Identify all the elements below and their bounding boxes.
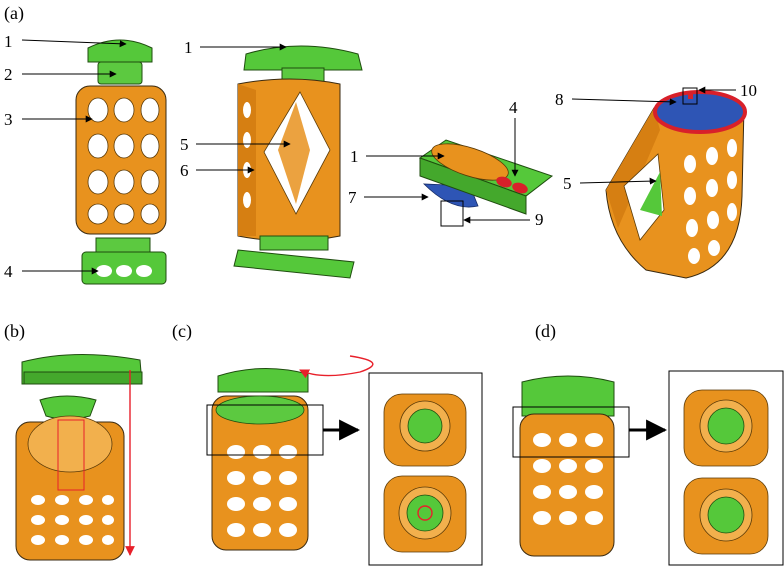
a3-red-seal-right — [512, 182, 528, 194]
a1-cage-holes — [87, 97, 160, 225]
c-rotation-step — [206, 355, 483, 566]
a2-base-neck — [259, 235, 329, 251]
a2-base-plate — [233, 249, 355, 279]
callout-2: 2 — [4, 65, 13, 84]
callout-1-a3: 1 — [350, 147, 359, 166]
c-cap-seated — [215, 395, 305, 425]
a3-cap-insert-view — [418, 139, 554, 227]
panel-label-c: (c) — [172, 321, 192, 342]
a2-cage-side — [238, 84, 256, 236]
a3-cap-edge — [419, 157, 527, 215]
d-locked-step — [512, 370, 784, 566]
d-cap — [521, 375, 615, 417]
callout-4-a3: 4 — [509, 98, 518, 117]
callout-1-a2: 1 — [184, 38, 193, 57]
panel-label-b: (b) — [4, 321, 25, 342]
b-alignment-box — [57, 419, 85, 491]
panel-label-d: (d) — [535, 321, 556, 342]
callouts: 1 2 3 4 1 5 6 1 4 7 9 8 10 5 — [4, 32, 757, 281]
a4-window — [623, 153, 665, 241]
b-cage-opening — [27, 415, 113, 473]
a1-exploded-front-view — [75, 39, 167, 285]
a1-base-holes — [96, 265, 152, 277]
c-zoom-top — [383, 393, 467, 467]
a2-cap — [243, 45, 363, 71]
callout-3: 3 — [4, 110, 13, 129]
a2-side-view — [233, 45, 363, 279]
a3-detail-box — [440, 200, 464, 227]
a3-red-seal-left — [496, 176, 512, 188]
callout-10: 10 — [740, 81, 757, 100]
a2-inner-graft — [278, 102, 310, 204]
b-cage-holes — [31, 495, 114, 545]
a4-side-holes — [684, 139, 737, 264]
c-zoom-bottom — [383, 475, 467, 553]
a4-detail-box — [682, 87, 698, 105]
callout-1-a1: 1 — [4, 32, 13, 51]
b-insertion-step — [15, 353, 143, 561]
d-zoom-bottom — [683, 477, 769, 555]
d-detail-box — [512, 406, 630, 458]
c-rotation-indicator — [417, 505, 433, 521]
a4-tilted-cage — [605, 87, 747, 279]
a1-cap-stem — [97, 61, 143, 85]
a4-blue-insert-top — [653, 90, 747, 134]
a4-red-tab — [688, 93, 693, 99]
callout-9: 9 — [535, 210, 544, 229]
c-rotation-arrow — [299, 355, 374, 379]
d-zoom-top — [683, 389, 769, 467]
a1-base-neck — [95, 237, 151, 253]
b-cap-edge — [23, 371, 143, 385]
a4-cage-face — [606, 108, 660, 228]
a1-cage — [75, 85, 167, 235]
callout-4-a1: 4 — [4, 262, 13, 281]
callout-5-a2: 5 — [180, 135, 189, 154]
callout-6: 6 — [180, 161, 189, 180]
a1-cap — [87, 39, 153, 63]
panel-label-a: (a) — [4, 3, 24, 24]
callout-7: 7 — [348, 188, 357, 207]
c-cap — [217, 368, 309, 393]
callout-8: 8 — [555, 90, 564, 109]
d-cage-holes — [533, 433, 603, 525]
callout-5-a4: 5 — [563, 174, 572, 193]
b-cap-plug — [39, 395, 97, 420]
a3-orange-dome — [431, 143, 509, 181]
